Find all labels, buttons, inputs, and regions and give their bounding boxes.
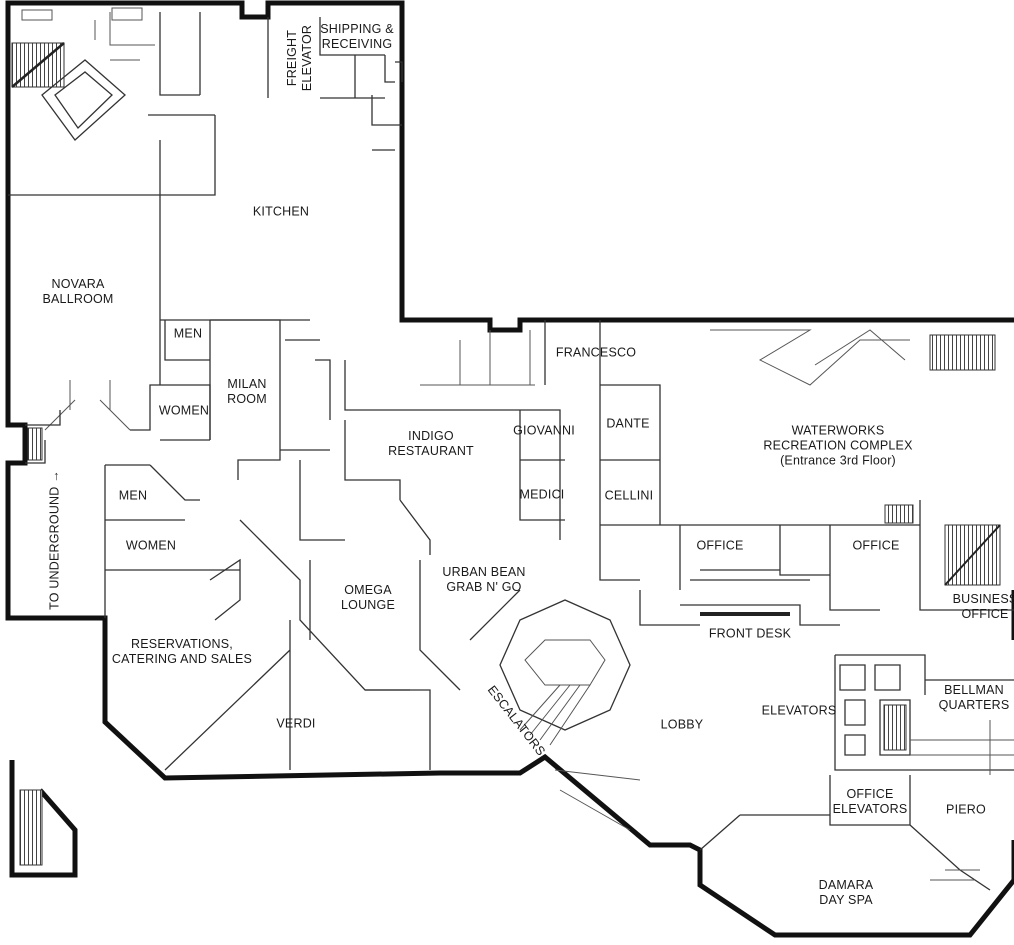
- room-label-women-upper: WOMEN: [158, 403, 210, 418]
- room-label-office-elevators: OFFICE ELEVATORS: [832, 787, 908, 816]
- room-label-francesco: FRANCESCO: [555, 345, 637, 360]
- room-label-giovanni: GIOVANNI: [513, 423, 575, 438]
- room-label-medici: MEDICI: [519, 487, 565, 502]
- room-label-kitchen: KITCHEN: [252, 204, 310, 219]
- room-label-waterworks: WATERWORKS RECREATION COMPLEX (Entrance …: [763, 423, 913, 468]
- room-label-verdi: VERDI: [276, 716, 316, 731]
- room-label-dante: DANTE: [606, 416, 650, 431]
- room-label-urban-bean: URBAN BEAN GRAB N' GO: [442, 565, 526, 594]
- room-label-freight-elevator: FREIGHT ELEVATOR: [285, 24, 314, 92]
- front-desk-counter: [700, 612, 790, 616]
- room-label-omega-lounge: OMEGA LOUNGE: [341, 583, 395, 612]
- room-label-milan-room: MILAN ROOM: [227, 377, 267, 406]
- room-label-lobby: LOBBY: [660, 717, 704, 732]
- room-label-women-lower: WOMEN: [125, 538, 177, 553]
- room-label-office-2: OFFICE: [852, 538, 900, 553]
- room-label-men-upper: MEN: [173, 326, 203, 341]
- room-label-bellman-quarters: BELLMAN QUARTERS: [938, 683, 1010, 712]
- room-label-business-office: BUSINESS OFFICE: [952, 592, 1014, 621]
- room-label-reservations: RESERVATIONS, CATERING AND SALES: [111, 637, 253, 666]
- room-label-men-lower: MEN: [118, 488, 148, 503]
- escalator-well: [499, 599, 631, 731]
- room-label-novara-ballroom: NOVARA BALLROOM: [42, 277, 114, 306]
- exterior-wall: [5, 0, 1014, 938]
- label-to-underground: TO UNDERGROUND →: [47, 470, 62, 610]
- room-label-front-desk: FRONT DESK: [708, 626, 792, 641]
- room-label-damara-day-spa: DAMARA DAY SPA: [818, 878, 874, 907]
- room-label-elevators: ELEVATORS: [761, 703, 837, 718]
- room-label-indigo-restaurant: INDIGO RESTAURANT: [388, 429, 474, 458]
- room-label-piero: PIERO: [946, 802, 986, 817]
- room-label-office-1: OFFICE: [696, 538, 744, 553]
- room-label-shipping-receiving: SHIPPING & RECEIVING: [320, 22, 394, 51]
- room-label-cellini: CELLINI: [604, 488, 654, 503]
